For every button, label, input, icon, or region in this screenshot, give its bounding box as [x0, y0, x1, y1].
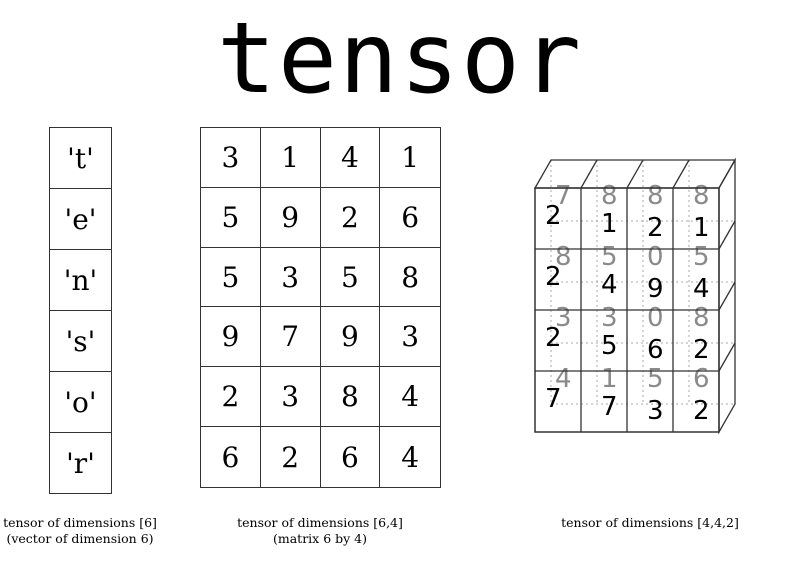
matrix-cell: 9 — [201, 307, 261, 368]
tensor-back-value: 6 — [693, 364, 710, 394]
matrix-cell: 8 — [320, 367, 381, 428]
tensor-back-value: 5 — [647, 364, 664, 394]
vector-cell: 's' — [50, 311, 111, 372]
tensor-back-value: 5 — [601, 242, 618, 272]
vector-cell: 'r' — [66, 446, 95, 480]
matrix-caption: tensor of dimensions [6,4] (matrix 6 by … — [220, 515, 420, 547]
matrix-cell: 3 — [260, 367, 321, 428]
right-face-line — [718, 342, 736, 372]
tensor-front-value: 2 — [545, 323, 562, 353]
tensor-front-value: 9 — [647, 274, 664, 304]
matrix-cell: 2 — [320, 187, 381, 248]
matrix-cell: 1 — [380, 128, 440, 188]
tensor-front-value: 1 — [601, 209, 618, 239]
vector-table: 't' 'e' 'n' 's' 'o' 'r' — [49, 127, 112, 494]
matrix-cell: 6 — [201, 427, 261, 487]
tensor-front-value: 5 — [601, 331, 618, 361]
tensor-front-value: 2 — [545, 201, 562, 231]
matrix-caption-line2: (matrix 6 by 4) — [273, 531, 367, 546]
tensor-back-value: 8 — [647, 181, 664, 211]
vector-caption-line2: (vector of dimension 6) — [6, 531, 154, 546]
matrix-cell: 9 — [320, 307, 381, 368]
tensor-back-value: 0 — [647, 242, 664, 272]
tensor-front-value: 7 — [601, 392, 618, 422]
tensor-front-value: 2 — [693, 335, 710, 365]
tensor-back-value: 8 — [693, 303, 710, 333]
tensor-front-value: 6 — [647, 335, 664, 365]
matrix-cell: 5 — [201, 187, 261, 248]
matrix-cell: 6 — [380, 188, 440, 248]
matrix-cell: 5 — [201, 247, 261, 308]
top-face-line — [626, 159, 644, 189]
tensor-front-value: 7 — [545, 384, 562, 414]
top-face-line — [580, 159, 598, 189]
matrix-cell: 4 — [380, 367, 440, 428]
matrix-cell: 5 — [320, 247, 381, 308]
matrix-cell: 1 — [260, 128, 321, 188]
matrix-cell: 4 — [401, 440, 420, 474]
vector-caption: tensor of dimensions [6] (vector of dime… — [0, 515, 160, 547]
tensor-back-value: 8 — [601, 181, 618, 211]
matrix-cell: 9 — [260, 187, 321, 248]
matrix-cell: 7 — [260, 307, 321, 368]
vector-cell: 'e' — [50, 189, 111, 250]
tensor-front-value: 2 — [545, 262, 562, 292]
matrix-cell: 2 — [201, 367, 261, 428]
page-title: tensor — [216, 2, 583, 116]
vector-cell: 'o' — [50, 372, 111, 433]
tensor-front-value: 4 — [601, 270, 618, 300]
tensor-front-value: 1 — [693, 213, 710, 243]
tensor-back-value: 1 — [601, 364, 618, 394]
top-face-line — [672, 159, 690, 189]
matrix-cell: 3 — [260, 247, 321, 308]
tensor-back-value: 3 — [601, 303, 618, 333]
tensor-front-value: 2 — [647, 213, 664, 243]
tensor-front-value: 4 — [693, 274, 710, 304]
right-face-line — [718, 220, 736, 250]
tensor-back-value: 8 — [693, 181, 710, 211]
vector-cell: 't' — [50, 128, 111, 189]
tensor-back-value: 5 — [693, 242, 710, 272]
matrix-cell: 8 — [380, 248, 440, 308]
matrix-cell: 3 — [380, 307, 440, 368]
matrix-cell: 3 — [201, 128, 261, 188]
tensor-front-value: 2 — [693, 396, 710, 426]
matrix-caption-line1: tensor of dimensions [6,4] — [237, 515, 403, 530]
tensor3d-caption-line1: tensor of dimensions [4,4,2] — [561, 515, 739, 530]
tensor-front-value: 3 — [647, 396, 664, 426]
matrix-cell: 6 — [321, 427, 381, 487]
tensor-back-value: 0 — [647, 303, 664, 333]
tensor3d-caption: tensor of dimensions [4,4,2] — [540, 515, 760, 531]
vector-caption-line1: tensor of dimensions [6] — [3, 515, 157, 530]
matrix-cell: 4 — [320, 128, 381, 188]
right-face-line — [718, 281, 736, 311]
matrix-cell: 2 — [261, 427, 321, 487]
vector-cell: 'n' — [50, 250, 111, 311]
